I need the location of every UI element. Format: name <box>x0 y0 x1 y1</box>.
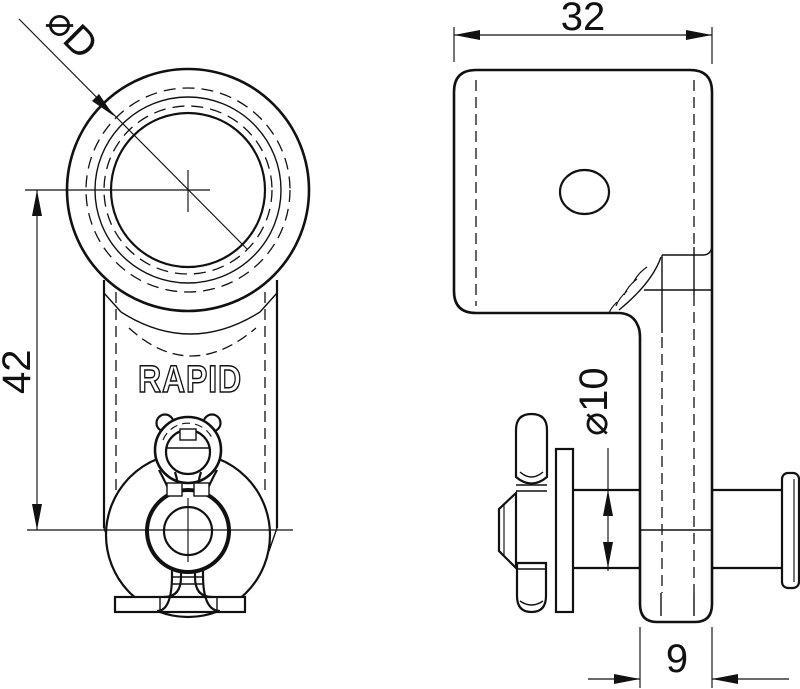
dimension-eye-diameter: ⌀D <box>18 0 248 250</box>
dim-9-arrow-right <box>712 674 738 684</box>
dim-32-label: 32 <box>561 0 606 39</box>
dimension-9: 9 <box>588 627 789 688</box>
leader-line <box>18 18 248 250</box>
wire-loop-hidden-arc <box>162 422 214 441</box>
wire-crimp-left <box>166 482 183 497</box>
body-bottom-chamfer-right <box>268 527 278 552</box>
wire-crimp-right <box>193 482 210 497</box>
pin <box>573 488 782 570</box>
neck-chamfer-left <box>103 292 122 313</box>
side-view <box>452 68 800 624</box>
dim-42-arrow-top <box>32 190 42 216</box>
eye-diameter-label: ⌀D <box>38 0 107 68</box>
dimension-32: 32 <box>453 0 713 64</box>
dim-32-arrow-right <box>686 30 712 40</box>
gusset-ridge <box>618 256 662 311</box>
square-top-edge <box>476 68 714 93</box>
dim-10-label: ⌀10 <box>572 367 616 436</box>
gusset-section-lines <box>608 266 648 314</box>
dim-10-arrow-bottom <box>603 542 613 568</box>
front-view: RAPID <box>25 67 311 619</box>
neck-hidden-arc <box>128 327 257 357</box>
dim-42-arrow-bottom <box>32 504 42 530</box>
dim-9-arrow-left <box>614 674 640 684</box>
leader-arrowhead <box>92 94 114 116</box>
square-left-bottom-edge <box>452 68 618 315</box>
wire-foot-bar <box>113 595 247 614</box>
eye-hidden-circle-inner <box>103 105 273 275</box>
mounting-hole <box>558 168 611 216</box>
washer-plate <box>554 447 575 614</box>
clip-upper-loop-inner <box>519 471 544 478</box>
pin-head <box>780 471 800 590</box>
dim-42-label: 42 <box>0 350 39 395</box>
neck-chamfer-right <box>259 292 278 313</box>
dimension-42: 42 <box>0 190 42 530</box>
bar-step-ledge <box>662 245 713 256</box>
brand-label: RAPID <box>138 359 242 401</box>
spring-clip-side <box>497 412 549 614</box>
bar-bottom-edge <box>638 603 714 624</box>
eye-hidden-circle-outer <box>85 87 291 293</box>
wire-legs <box>156 560 221 613</box>
wire-loop-latch <box>179 428 197 441</box>
clip-lower-loop <box>515 561 548 614</box>
dim-10-arrow-top <box>603 490 613 516</box>
clip-upper-loop <box>514 412 549 485</box>
bar-left-edge <box>617 311 642 604</box>
clip-lower-loop-inner <box>519 600 544 606</box>
dim-9-label: 9 <box>666 637 688 681</box>
neck-blend-arc <box>120 311 261 335</box>
clip-bent-end <box>497 490 518 571</box>
dim-32-arrow-left <box>454 30 480 40</box>
dimension-pin-diameter: ⌀10 <box>572 367 616 571</box>
